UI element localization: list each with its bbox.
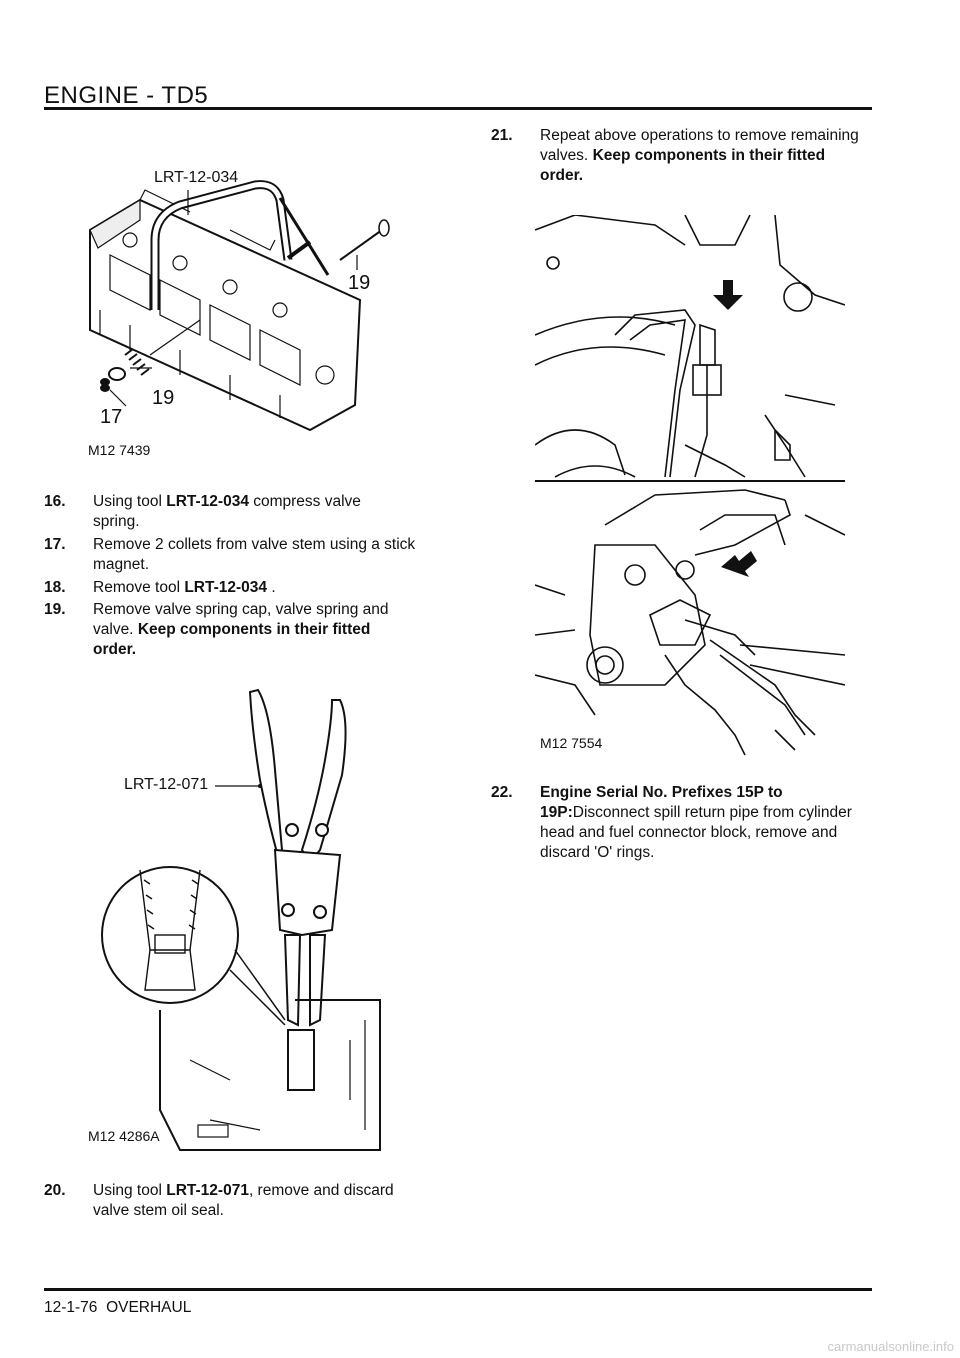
- step-19-number: 19.: [44, 601, 66, 618]
- figure-2-id: M12 4286A: [88, 1128, 160, 1144]
- step-16-text-c: spring.: [93, 513, 140, 530]
- step-19-text: Remove valve spring cap, valve spring an…: [93, 600, 389, 660]
- step-21-text: Repeat above operations to remove remain…: [540, 126, 859, 186]
- step-16-text: Using tool LRT-12-034 compress valve spri…: [93, 492, 361, 532]
- step-16: 16. Using tool LRT-12-034 compress valve…: [44, 492, 444, 532]
- step-21: 21. Repeat above operations to remove re…: [491, 126, 891, 186]
- step-19-text-bold-2: order.: [93, 641, 137, 658]
- footer-page-ref: 12-1-76: [44, 1299, 98, 1316]
- step-22-text-b: head and fuel connector block, remove an…: [540, 824, 838, 841]
- step-22-number: 22.: [491, 784, 513, 801]
- step-18: 18. Remove tool LRT-12-034 .: [44, 578, 444, 598]
- step-17-number: 17.: [44, 536, 66, 553]
- step-17-text-a: Remove 2 collets from valve stem using a…: [93, 536, 416, 553]
- step-21-text-bold: Keep components in their fitted: [592, 147, 826, 164]
- watermark-text: carmanualsonline.info: [827, 1339, 954, 1354]
- step-22-text: Engine Serial No. Prefixes 15P to 19P:Dis…: [540, 783, 852, 863]
- page-header-title: ENGINE - TD5: [44, 82, 209, 109]
- step-20-text-b: , remove and discard: [248, 1182, 394, 1199]
- step-17-text: Remove 2 collets from valve stem using a…: [93, 535, 415, 575]
- step-18-text: Remove tool LRT-12-034 .: [93, 578, 276, 598]
- figure-spill-return-pipe: M12 7554: [535, 215, 845, 760]
- step-20-text: Using tool LRT-12-071, remove and discar…: [93, 1181, 394, 1221]
- step-19-text-a: Remove valve spring cap, valve spring an…: [93, 601, 389, 618]
- header-rule: [44, 107, 872, 110]
- figure-1-callout-17: 17: [100, 406, 123, 428]
- figure-1-tool-label: LRT-12-034: [154, 169, 239, 186]
- figure-valve-stem-seal-remover: LRT-12-071 M12 4286A: [70, 680, 400, 1160]
- step-19: 19. Remove valve spring cap, valve sprin…: [44, 600, 444, 660]
- step-18-number: 18.: [44, 579, 66, 596]
- step-22-heading-2: 19P:: [540, 804, 573, 821]
- step-18-text-a: Remove tool: [93, 579, 185, 596]
- figure-1-drawing: [89, 180, 390, 432]
- step-19-text-bold: Keep components in their fitted: [137, 621, 371, 638]
- step-16-text-b: compress valve: [248, 493, 361, 510]
- step-20-text-a: Using tool: [93, 1182, 167, 1199]
- step-21-text-b: valves.: [540, 147, 593, 164]
- figure-3-drawing: [535, 215, 845, 756]
- step-18-tool: LRT-12-034: [184, 579, 268, 596]
- step-21-text-bold-2: order.: [540, 167, 584, 184]
- step-21-number: 21.: [491, 127, 513, 144]
- step-16-number: 16.: [44, 493, 66, 510]
- footer-section: OVERHAUL: [106, 1299, 192, 1316]
- step-22-text-a: Disconnect spill return pipe from cylind…: [572, 804, 852, 821]
- figure-valve-spring-compressor: LRT-12-034 19 19 17 M12 7439: [70, 160, 400, 470]
- step-22-heading: Engine Serial No. Prefixes 15P to: [540, 784, 783, 801]
- step-16-tool: LRT-12-034: [166, 493, 249, 510]
- figure-2-tool-label: LRT-12-071: [124, 776, 209, 793]
- step-20: 20. Using tool LRT-12-071, remove and di…: [44, 1181, 444, 1221]
- step-21-text-a: Repeat above operations to remove remain…: [540, 127, 859, 144]
- step-20-number: 20.: [44, 1182, 66, 1199]
- step-20-text-c: valve stem oil seal.: [93, 1202, 224, 1219]
- footer-rule: [44, 1288, 872, 1291]
- step-17-text-b: magnet.: [93, 556, 150, 573]
- step-17: 17. Remove 2 collets from valve stem usi…: [44, 535, 444, 575]
- figure-3-id: M12 7554: [540, 735, 603, 751]
- step-22-text-c: discard 'O' rings.: [540, 844, 655, 861]
- step-16-text-a: Using tool: [93, 493, 167, 510]
- step-20-tool: LRT-12-071: [166, 1182, 249, 1199]
- figure-1-id: M12 7439: [88, 442, 151, 458]
- step-18-text-b: .: [267, 579, 276, 596]
- step-19-text-b: valve.: [93, 621, 138, 638]
- page-footer: 12-1-76 OVERHAUL: [44, 1299, 191, 1317]
- figure-2-drawing: [101, 688, 381, 1151]
- step-22: 22. Engine Serial No. Prefixes 15P to 19P…: [491, 783, 891, 863]
- figure-1-callout-19-lower: 19: [152, 387, 175, 409]
- figure-1-callout-19-upper: 19: [348, 272, 371, 294]
